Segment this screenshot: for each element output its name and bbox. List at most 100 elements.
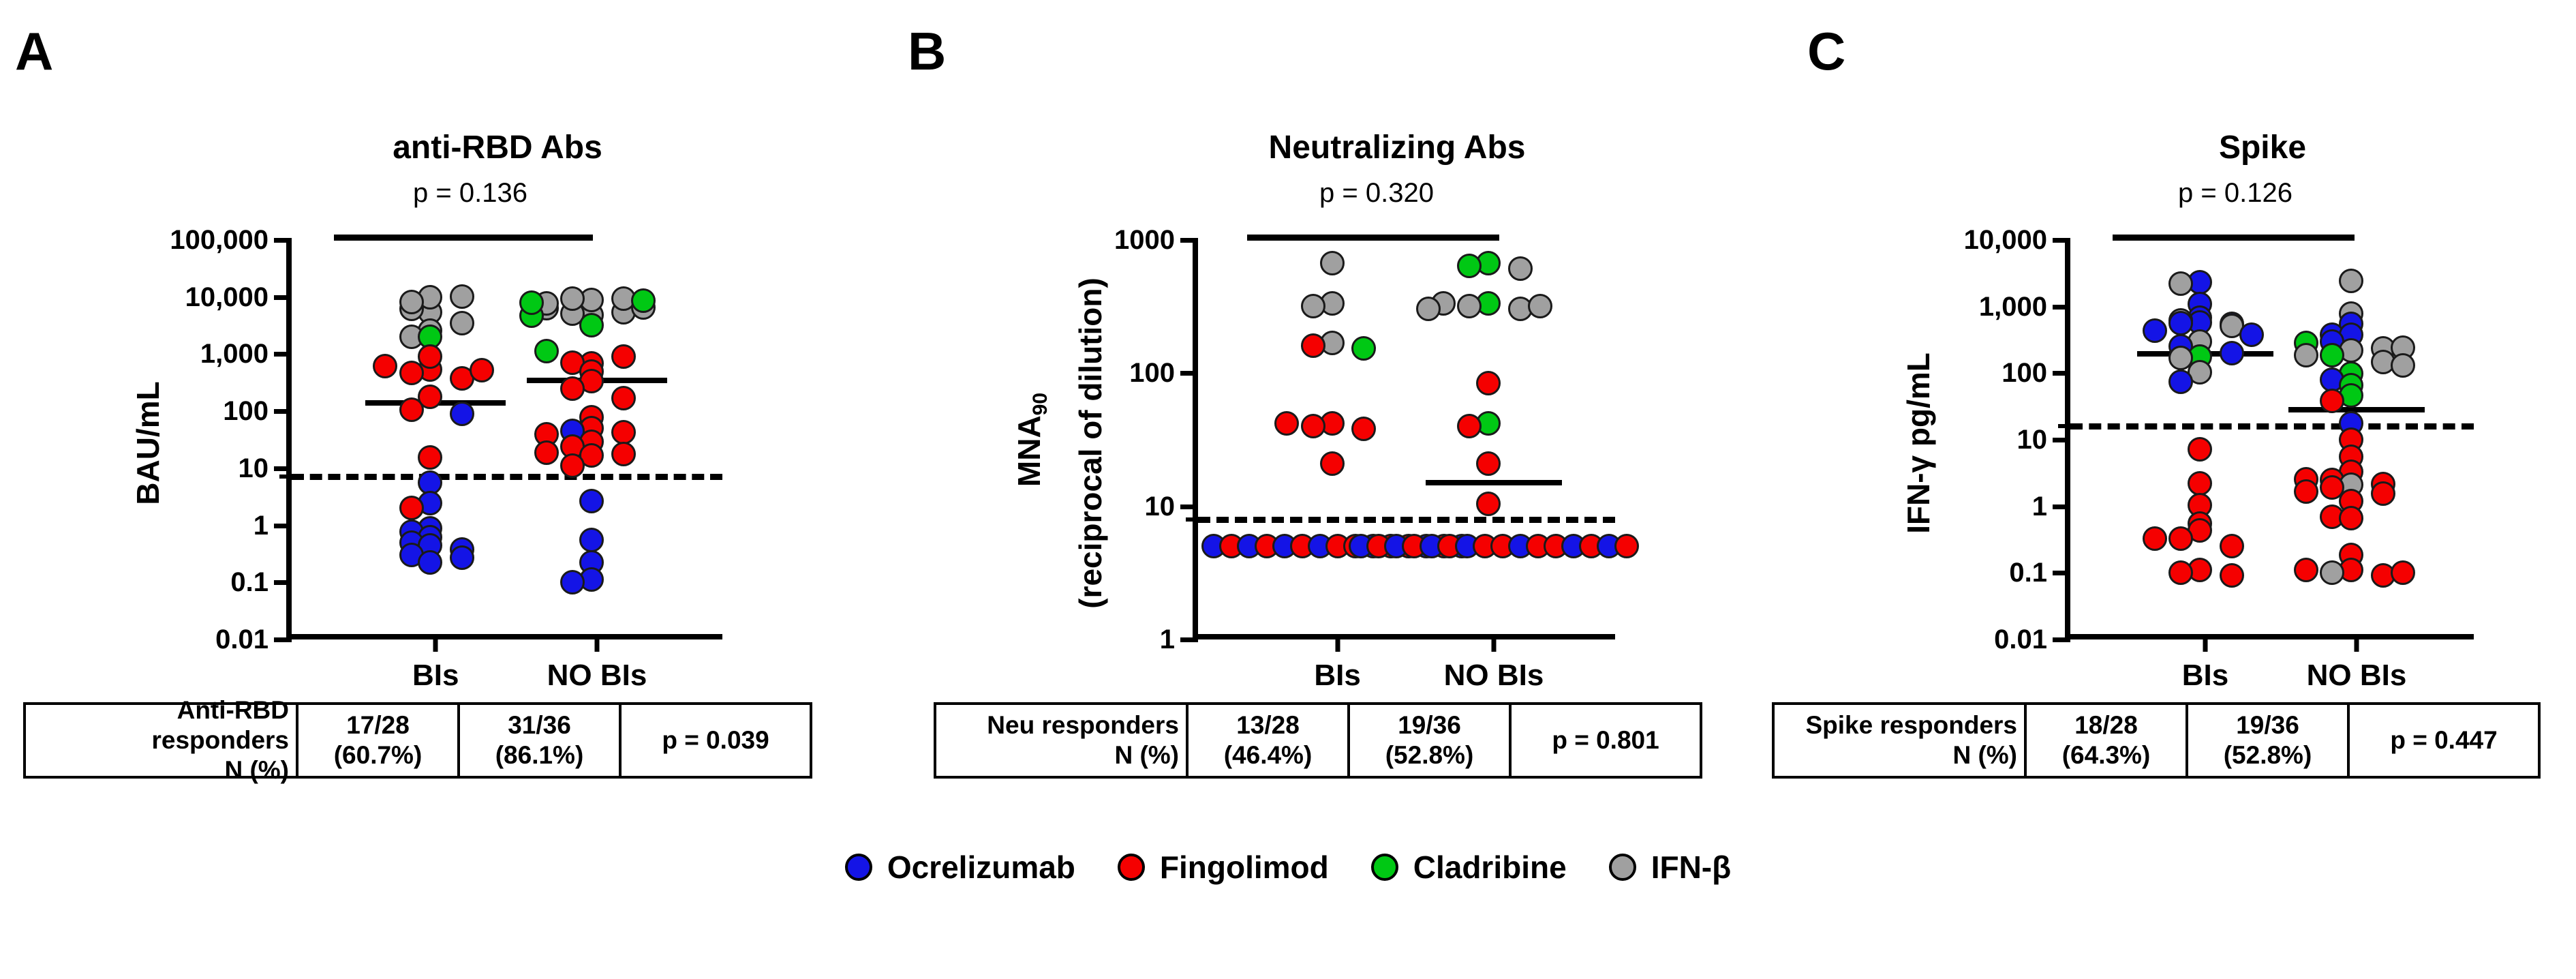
scatter-point xyxy=(1319,451,1345,476)
scatter-point xyxy=(2168,526,2194,551)
y-axis-tick-label: 1000 xyxy=(1114,225,1175,255)
scatter-point xyxy=(2219,340,2244,365)
y-axis-tick-label: 0.1 xyxy=(2009,558,2047,588)
panel-a-p-annotation: p = 0.136 xyxy=(413,178,527,208)
x-axis-category-label: NO BIs xyxy=(1443,659,1544,692)
x-axis-tick xyxy=(1491,634,1497,652)
x-axis-category-label: NO BIs xyxy=(547,659,647,692)
table-cell-nobis: 31/36(86.1%) xyxy=(460,705,622,776)
panel-b-y-axis-title-sub: (reciprocal of dilution) xyxy=(1073,277,1108,609)
scatter-point xyxy=(519,290,545,316)
scatter-point xyxy=(2142,526,2167,551)
y-axis-tick xyxy=(2053,371,2070,376)
y-axis-tick xyxy=(2053,438,2070,442)
x-axis-tick xyxy=(594,634,600,652)
group-mean-line xyxy=(1426,480,1562,486)
x-axis-category-label: BIs xyxy=(1314,659,1361,692)
x-axis-tick xyxy=(2354,634,2359,652)
x-axis-category-label: BIs xyxy=(412,659,459,692)
scatter-point xyxy=(450,402,474,427)
scatter-point xyxy=(560,453,585,479)
panel-letter-c: C xyxy=(1807,21,1845,81)
y-axis-tick xyxy=(2053,304,2070,310)
scatter-point xyxy=(534,440,559,465)
x-axis-tick xyxy=(1335,634,1340,652)
table-cell-nobis: 19/36(52.8%) xyxy=(1350,705,1512,776)
cutoff-axis-tick xyxy=(2058,424,2070,429)
scatter-point xyxy=(1457,253,1482,278)
scatter-point xyxy=(1351,336,1377,361)
panel-c-title: Spike xyxy=(2218,130,2307,166)
y-axis-tick-label: 0.1 xyxy=(230,567,269,598)
y-axis-tick-label: 10 xyxy=(2017,425,2048,455)
scatter-point xyxy=(579,488,604,513)
scatter-point xyxy=(418,550,443,575)
y-axis-tick xyxy=(2053,504,2070,509)
scatter-point xyxy=(2239,322,2264,347)
scatter-point xyxy=(2168,369,2194,394)
cutoff-axis-tick xyxy=(1186,517,1198,522)
scatter-point xyxy=(450,310,474,335)
legend-label: Fingolimod xyxy=(1159,849,1329,885)
scatter-point xyxy=(2293,558,2318,583)
legend-marker-circle-icon xyxy=(1608,854,1636,881)
scatter-point xyxy=(1416,296,1441,321)
scatter-point-below-cutoff xyxy=(1614,534,1639,559)
scatter-point xyxy=(1507,256,1533,281)
scatter-point xyxy=(534,339,559,364)
panel-a-p-bar xyxy=(334,235,593,241)
scatter-point xyxy=(1301,333,1325,359)
scatter-point xyxy=(2339,269,2363,294)
scatter-point xyxy=(450,284,474,309)
panel-c-p-annotation: p = 0.126 xyxy=(2178,178,2293,208)
panel-b-p-bar xyxy=(1247,235,1499,241)
y-axis-tick xyxy=(274,466,292,471)
table-cell-bis: 17/28(60.7%) xyxy=(298,705,460,776)
cutoff-threshold-line xyxy=(2070,423,2474,430)
y-axis-tick-label: 10,000 xyxy=(185,282,269,312)
x-axis-tick xyxy=(2203,634,2208,652)
y-axis-tick-label: 1,000 xyxy=(200,339,269,370)
scatter-point xyxy=(1274,411,1300,436)
scatter-point xyxy=(631,288,656,314)
scatter-point xyxy=(2168,345,2194,370)
scatter-point xyxy=(1319,250,1345,275)
scatter-point xyxy=(579,312,604,337)
panel-c-y-axis-title: IFN-γ pg/mL xyxy=(1901,352,1936,534)
legend-label: Cladribine xyxy=(1413,849,1567,885)
legend-label: Ocrelizumab xyxy=(887,849,1075,885)
scatter-point xyxy=(1457,293,1482,318)
scatter-point xyxy=(611,385,636,410)
scatter-point xyxy=(470,357,495,382)
legend-item: Fingolimod xyxy=(1117,849,1329,885)
table-cell-bis: 13/28(46.4%) xyxy=(1189,705,1350,776)
y-axis-tick xyxy=(2053,238,2070,243)
scatter-point xyxy=(1476,371,1501,396)
scatter-point xyxy=(1476,451,1501,476)
scatter-point xyxy=(560,376,585,401)
y-axis-tick-label: 100 xyxy=(1129,358,1175,389)
scatter-point xyxy=(611,441,636,466)
scatter-point xyxy=(2320,343,2345,368)
scatter-point xyxy=(418,445,443,470)
scatter-point xyxy=(2168,271,2194,297)
scatter-point xyxy=(1301,293,1325,318)
cutoff-threshold-line xyxy=(1198,516,1615,523)
scatter-point xyxy=(399,496,424,521)
scatter-point xyxy=(611,344,636,370)
panel-a-y-axis-title: BAU/mL xyxy=(130,381,166,505)
y-axis-tick xyxy=(274,580,292,586)
panel-b-p-annotation: p = 0.320 xyxy=(1319,178,1434,208)
scatter-point xyxy=(2339,506,2363,531)
panel-letter-b: B xyxy=(908,21,946,81)
